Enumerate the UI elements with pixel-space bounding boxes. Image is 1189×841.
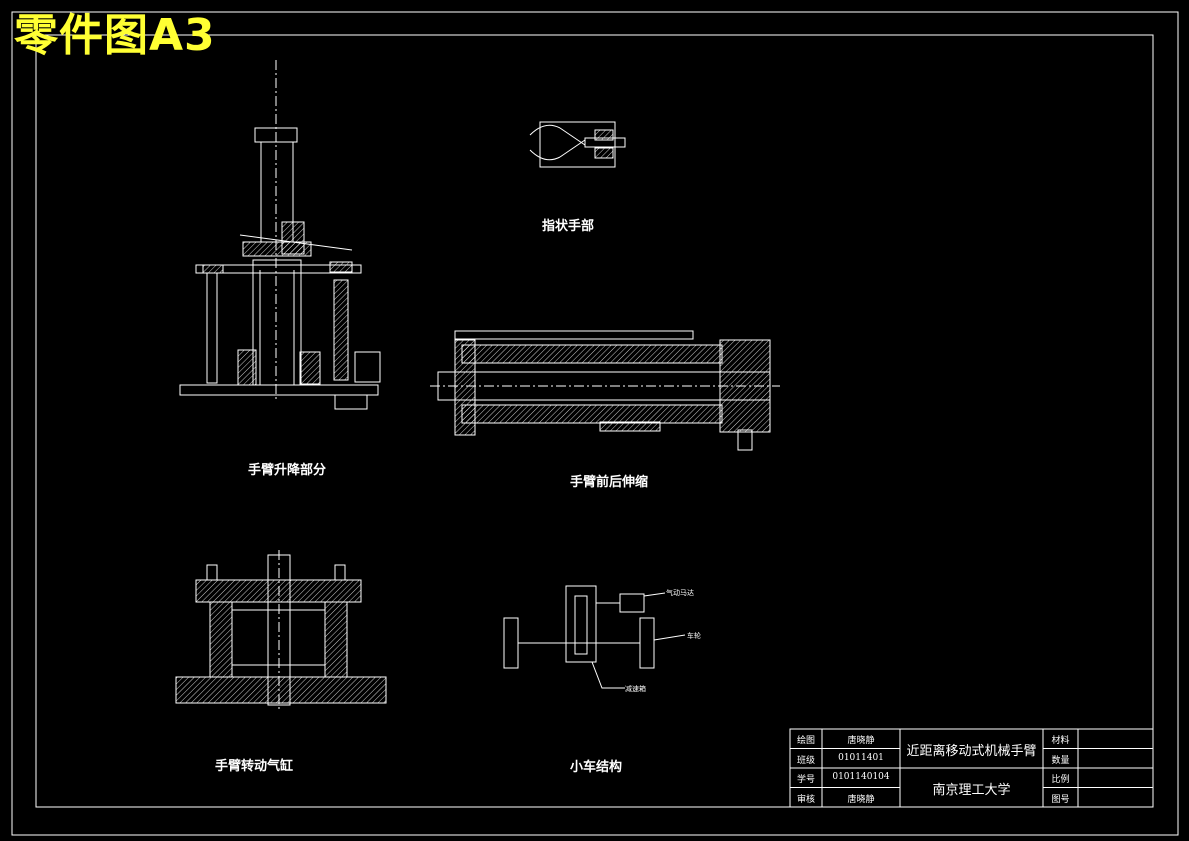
arm-extend-label: 手臂前后伸缩 [570, 475, 649, 490]
review-label: 审核 [796, 795, 815, 805]
review-value: 唐晓静 [847, 795, 875, 805]
student-label: 学号 [796, 775, 815, 785]
scale-label: 比例 [1051, 775, 1070, 785]
outer-border [11, 11, 1179, 836]
title-block [789, 728, 1154, 808]
arm-lift-label: 手臂升降部分 [248, 463, 327, 478]
inner-border [35, 34, 1154, 808]
school-name: 南京理工大学 [932, 783, 1011, 798]
quantity-label: 数量 [1051, 756, 1070, 766]
arm-lift-drawing [179, 60, 381, 410]
cart-label: 小车结构 [570, 760, 623, 775]
sheet-title: 零件图A3 [14, 10, 216, 61]
class-value: 01011401 [838, 753, 884, 763]
drawn-value: 唐晓静 [847, 736, 875, 746]
cart-drawing [503, 585, 686, 689]
arm-rotate-drawing [175, 550, 387, 710]
drawing-no-label: 图号 [1051, 795, 1070, 805]
wheel-callout: 车轮 [687, 632, 701, 640]
arm-rotate-label: 手臂转动气缸 [215, 759, 294, 774]
class-label: 班级 [796, 756, 815, 766]
finger-hand-label: 指状手部 [542, 219, 595, 234]
motor-callout: 气动马达 [666, 589, 694, 597]
material-label: 材料 [1051, 736, 1070, 746]
project-title: 近距离移动式机械手臂 [906, 744, 1037, 759]
reducer-callout: 减速箱 [625, 685, 646, 693]
arm-extend-drawing [430, 330, 780, 451]
drawn-label: 绘图 [796, 736, 815, 746]
finger-hand-drawing [529, 121, 626, 168]
student-value: 0101140104 [832, 772, 890, 782]
